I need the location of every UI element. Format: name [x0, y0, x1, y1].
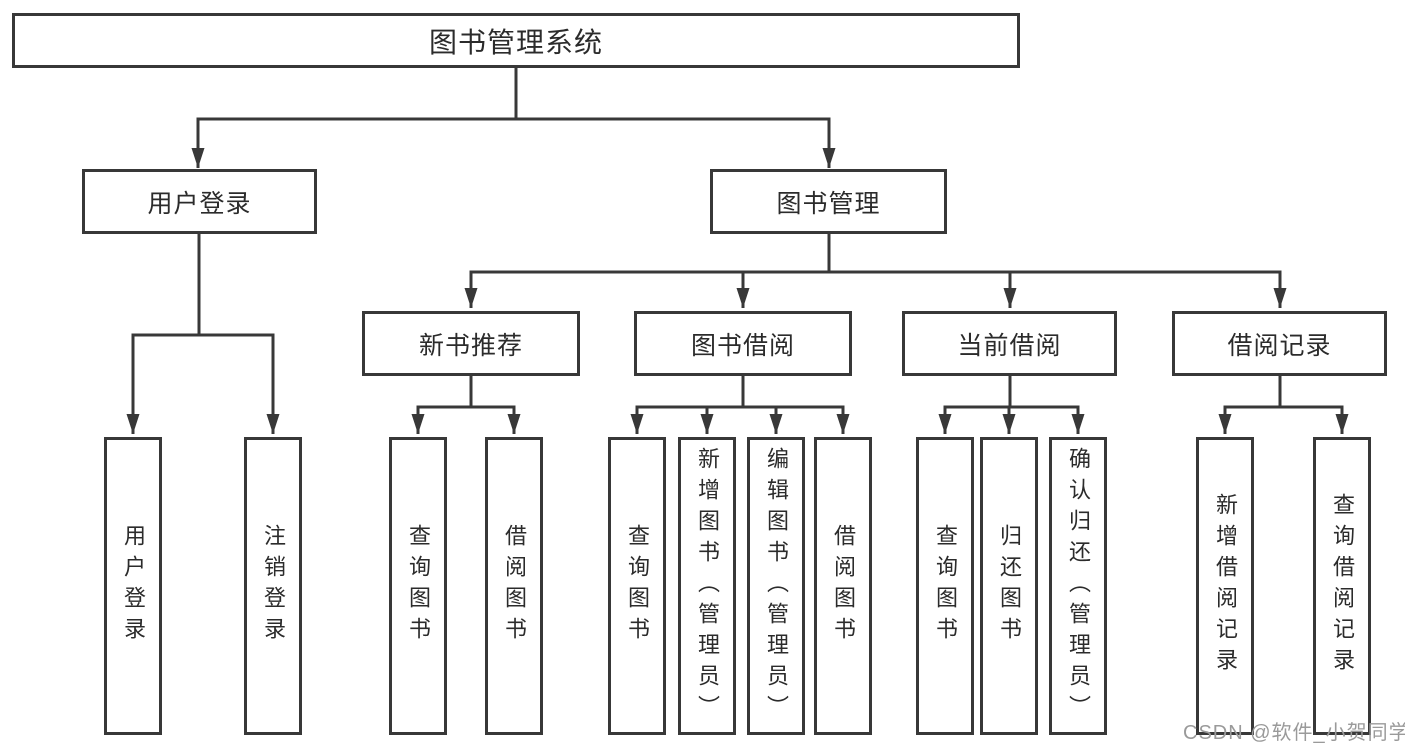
- node-book-borrowing: 图书借阅: [634, 311, 852, 376]
- leaf-borrow-books: 借阅图书: [485, 437, 543, 735]
- node-library-management-system: 图书管理系统: [12, 13, 1020, 68]
- node-label: 新增借阅记录: [1213, 493, 1238, 679]
- leaf-borrow-books-2: 借阅图书: [814, 437, 872, 735]
- node-label: 借阅图书: [831, 524, 856, 648]
- node-label: 归还图书: [997, 524, 1022, 648]
- node-label: 当前借阅: [957, 331, 1062, 360]
- node-label: 注销登录: [261, 524, 286, 648]
- leaf-logout: 注销登录: [244, 437, 302, 735]
- node-label: 查询借阅记录: [1330, 493, 1355, 679]
- node-label: 用户登录: [121, 524, 146, 648]
- leaf-add-borrow-record: 新增借阅记录: [1196, 437, 1254, 735]
- node-book-management: 图书管理: [710, 169, 947, 234]
- node-label: 图书管理系统: [428, 26, 603, 58]
- leaf-query-books-3: 查询图书: [916, 437, 974, 735]
- leaf-query-borrow-record: 查询借阅记录: [1313, 437, 1371, 735]
- leaf-add-book-admin: 新增图书（管理员）: [678, 437, 736, 735]
- leaf-user-login: 用户登录: [104, 437, 162, 735]
- node-label: 用户登录: [147, 189, 252, 218]
- node-label: 新书推荐: [418, 331, 523, 360]
- node-new-book-recommendation: 新书推荐: [362, 311, 580, 376]
- node-borrowing-records: 借阅记录: [1172, 311, 1387, 376]
- leaf-confirm-return-admin: 确认归还（管理员）: [1049, 437, 1107, 735]
- node-label: 编辑图书（管理员）: [764, 446, 789, 726]
- node-current-borrowing: 当前借阅: [902, 311, 1117, 376]
- node-label: 查询图书: [625, 524, 650, 648]
- node-label: 借阅记录: [1227, 331, 1332, 360]
- node-label: 确认归还（管理员）: [1066, 446, 1091, 726]
- node-label: 借阅图书: [502, 524, 527, 648]
- node-user-login: 用户登录: [82, 169, 317, 234]
- leaf-return-books: 归还图书: [980, 437, 1038, 735]
- node-label: 查询图书: [933, 524, 958, 648]
- leaf-query-books-2: 查询图书: [608, 437, 666, 735]
- leaf-query-books: 查询图书: [389, 437, 447, 735]
- node-label: 图书管理: [776, 189, 881, 218]
- node-label: 图书借阅: [690, 331, 795, 360]
- node-label: 新增图书（管理员）: [695, 446, 720, 726]
- node-label: 查询图书: [406, 524, 431, 648]
- leaf-edit-book-admin: 编辑图书（管理员）: [747, 437, 805, 735]
- watermark: CSDN @软件_小贺同学: [1183, 722, 1405, 744]
